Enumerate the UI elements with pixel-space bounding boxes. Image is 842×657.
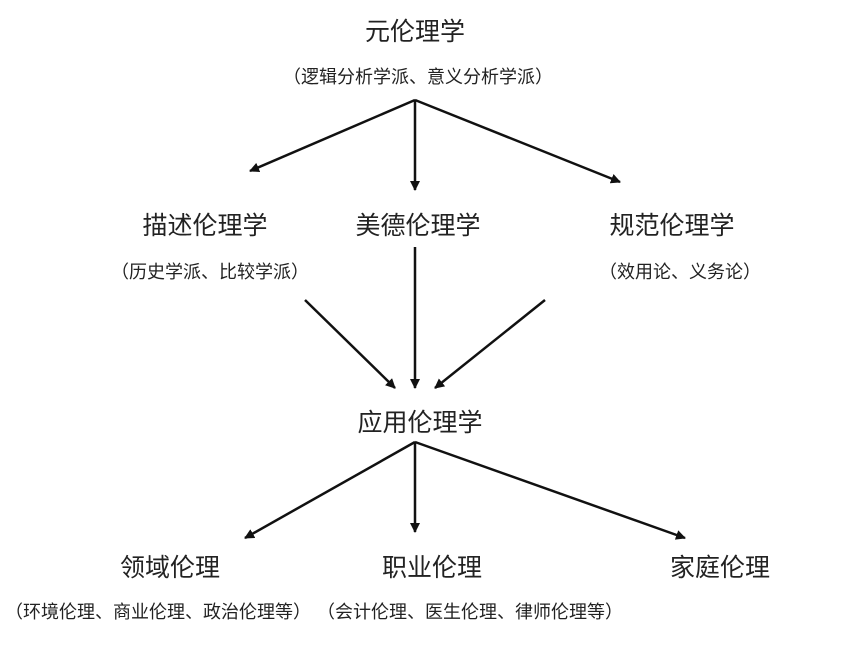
node-domain-ethics-sub: （环境伦理、商业伦理、政治伦理等） [5, 602, 311, 623]
arrow-applied-family [414, 440, 686, 540]
node-virtue-ethics: 美德伦理学 [355, 211, 481, 240]
node-applied-ethics: 应用伦理学 [357, 408, 483, 437]
node-descriptive-ethics: 描述伦理学 [142, 211, 268, 240]
node-meta-ethics: 元伦理学 [364, 17, 466, 46]
node-domain-ethics: 领域伦理 [119, 553, 221, 582]
arrow-normative-applied [434, 299, 546, 389]
arrow-applied-domain [244, 440, 416, 540]
node-normative-ethics: 规范伦理学 [609, 211, 735, 240]
arrow-meta-descriptive [249, 98, 416, 173]
node-professional-ethics: 职业伦理 [381, 553, 483, 582]
node-normative-ethics-sub: （效用论、义务论） [599, 262, 761, 283]
node-meta-ethics-sub: （逻辑分析学派、意义分析学派） [283, 67, 553, 88]
node-family-ethics: 家庭伦理 [669, 553, 771, 582]
node-professional-ethics-sub: （会计伦理、医生伦理、律师伦理等） [317, 602, 623, 623]
node-descriptive-ethics-sub: （历史学派、比较学派） [111, 262, 309, 283]
arrow-descriptive-applied [304, 299, 396, 389]
arrow-meta-normative [414, 98, 621, 184]
